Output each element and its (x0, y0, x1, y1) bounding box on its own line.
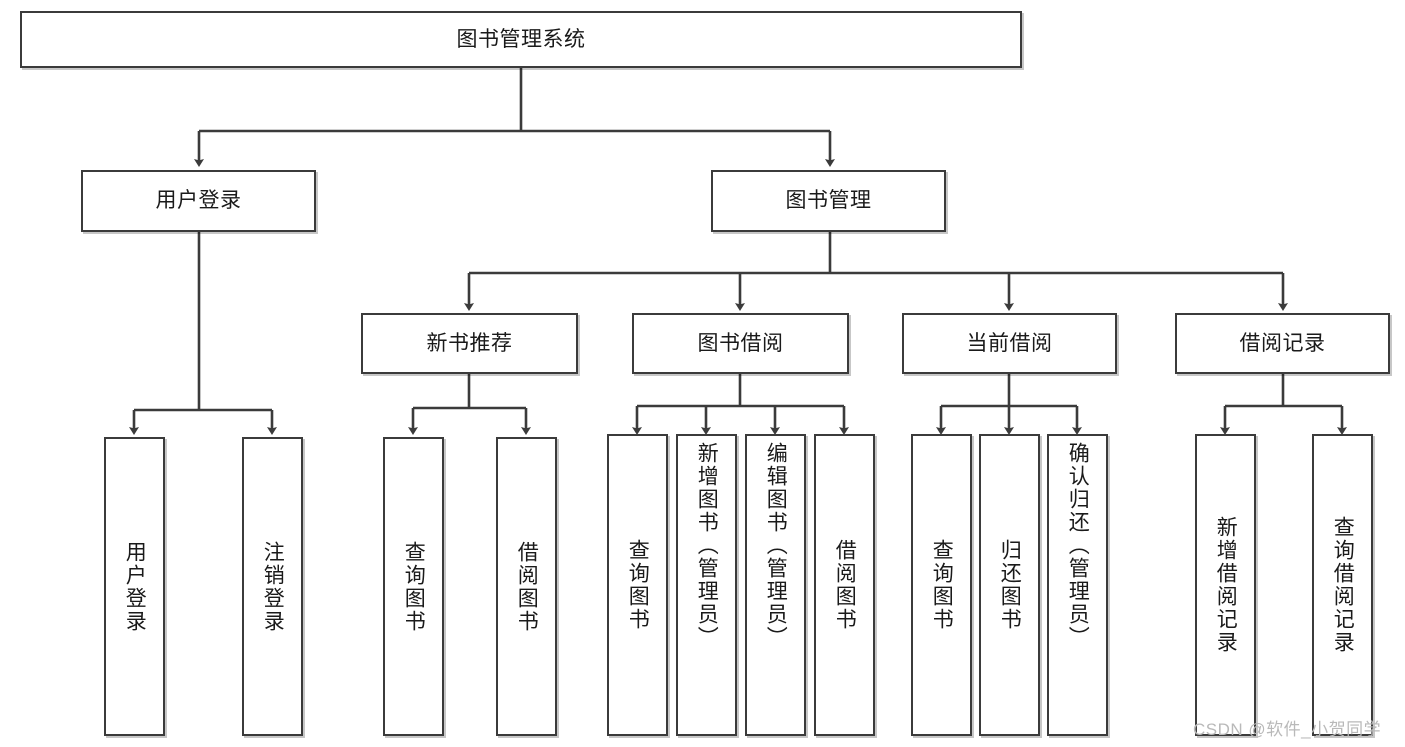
node-root-book-management-system[interactable]: 图书管理系统 (20, 11, 1022, 68)
leaf-book-borrow-query-books[interactable]: 查询图书 (607, 434, 668, 736)
node-current-borrow[interactable]: 当前借阅 (902, 313, 1117, 374)
leaf-book-borrow-add-book-admin[interactable]: 新增图书（管理员） (676, 434, 737, 736)
leaf-current-borrow-query-books[interactable]: 查询图书 (911, 434, 972, 736)
node-label: 用户登录 (123, 540, 147, 633)
node-label: 查询借阅记录 (1331, 516, 1355, 654)
leaf-borrow-record-query-record[interactable]: 查询借阅记录 (1312, 434, 1373, 736)
leaf-book-borrow-borrow-books[interactable]: 借阅图书 (814, 434, 875, 736)
leaf-book-borrow-edit-book-admin[interactable]: 编辑图书（管理员） (745, 434, 806, 736)
watermark-text: CSDN @软件_小贺同学 (1193, 720, 1382, 739)
node-book-management[interactable]: 图书管理 (711, 170, 946, 232)
leaf-user-login-logout[interactable]: 注销登录 (242, 437, 303, 736)
node-borrow-record[interactable]: 借阅记录 (1175, 313, 1390, 374)
node-label: 查询图书 (626, 539, 650, 631)
leaf-new-book-borrow-books[interactable]: 借阅图书 (496, 437, 557, 736)
node-label: 图书借阅 (697, 331, 784, 355)
node-label: 借阅记录 (1239, 331, 1326, 355)
node-label: 查询图书 (402, 540, 426, 633)
node-label: 用户登录 (155, 189, 242, 213)
node-label: 确认归还（管理员） (1066, 442, 1090, 649)
node-label: 注销登录 (261, 540, 285, 633)
node-label: 新增借阅记录 (1214, 516, 1238, 654)
leaf-current-borrow-return-books[interactable]: 归还图书 (979, 434, 1040, 736)
node-label: 图书管理 (785, 189, 872, 213)
node-label: 查询图书 (930, 539, 954, 631)
node-book-borrow[interactable]: 图书借阅 (632, 313, 849, 374)
leaf-user-login-login[interactable]: 用户登录 (104, 437, 165, 736)
node-user-login[interactable]: 用户登录 (81, 170, 316, 232)
node-label: 图书管理系统 (456, 27, 586, 51)
node-label: 新书推荐 (426, 331, 513, 355)
node-label: 当前借阅 (966, 331, 1053, 355)
leaf-new-book-query-books[interactable]: 查询图书 (383, 437, 444, 736)
node-label: 借阅图书 (515, 540, 539, 633)
node-label: 新增图书（管理员） (695, 442, 719, 649)
node-label: 编辑图书（管理员） (764, 442, 788, 649)
node-label: 归还图书 (998, 539, 1022, 631)
node-new-book-recommend[interactable]: 新书推荐 (361, 313, 578, 374)
leaf-borrow-record-add-record[interactable]: 新增借阅记录 (1195, 434, 1256, 736)
node-label: 借阅图书 (833, 539, 857, 631)
leaf-current-borrow-confirm-return-admin[interactable]: 确认归还（管理员） (1047, 434, 1108, 736)
